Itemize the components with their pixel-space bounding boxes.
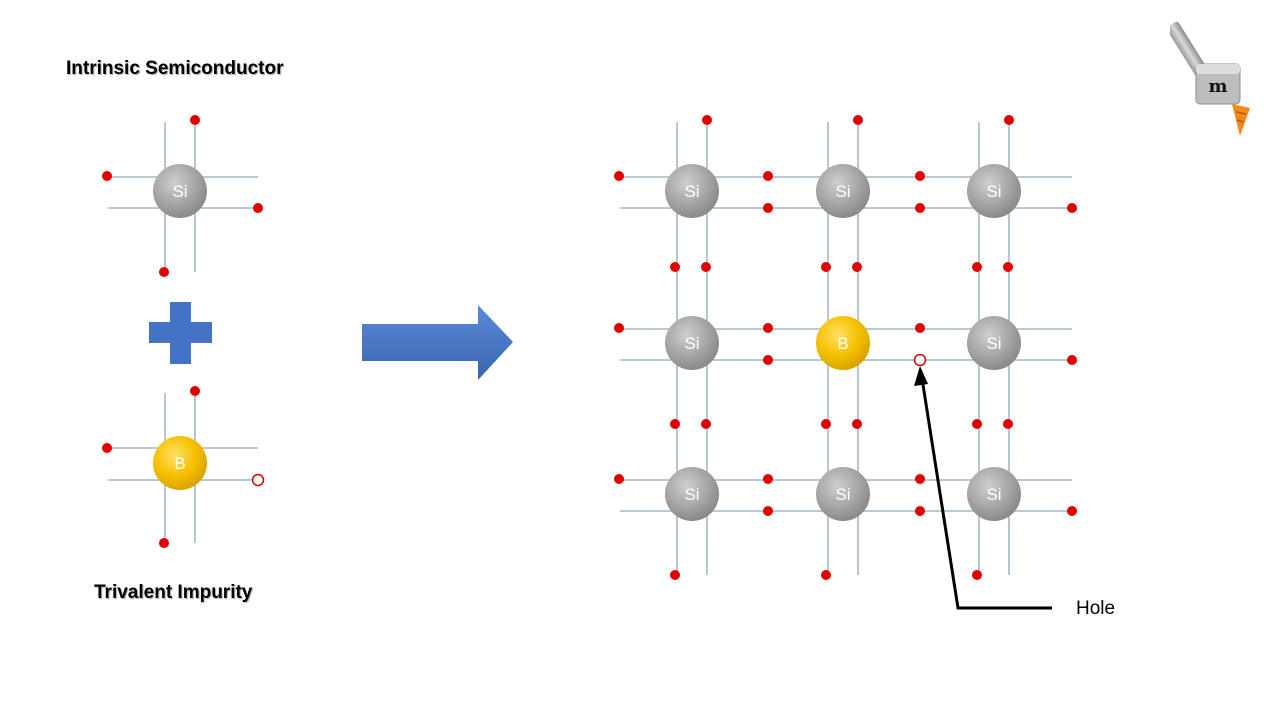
silicon-atom: Si [153, 164, 207, 218]
silicon-atom: Si [665, 316, 719, 370]
plus-icon [149, 302, 212, 364]
silicon-atom-body [967, 164, 1021, 218]
hole [251, 473, 265, 487]
electron [1067, 203, 1077, 213]
electron [915, 506, 925, 516]
silicon-atom: Si [665, 467, 719, 521]
electron [852, 419, 862, 429]
hole [913, 353, 927, 367]
silicon-atom-body [967, 316, 1021, 370]
electron [159, 267, 169, 277]
electron [253, 203, 263, 213]
electron [821, 570, 831, 580]
silicon-atom-body [665, 316, 719, 370]
boron-atom-body [816, 316, 870, 370]
electron [1004, 115, 1014, 125]
electron [972, 419, 982, 429]
electron [763, 506, 773, 516]
boron-atom: B [153, 436, 207, 490]
electron [701, 262, 711, 272]
silicon-atom: Si [967, 316, 1021, 370]
atom-symbol: Si [172, 182, 187, 201]
electron [915, 474, 925, 484]
atom-symbol: Si [986, 182, 1001, 201]
electron [1067, 355, 1077, 365]
hole-pointer-arrowhead [914, 366, 928, 386]
electron [614, 323, 624, 333]
atom-symbol: B [174, 454, 185, 473]
electron [821, 419, 831, 429]
atom-symbol: Si [684, 485, 699, 504]
electron [763, 474, 773, 484]
electron [1003, 419, 1013, 429]
svg-text:m: m [1208, 76, 1227, 97]
electron [614, 171, 624, 181]
electron [102, 443, 112, 453]
electron [915, 323, 925, 333]
right-arrow-icon [362, 305, 513, 380]
silicon-atom: Si [967, 164, 1021, 218]
electron [763, 355, 773, 365]
silicon-atom-body [816, 467, 870, 521]
electron [670, 419, 680, 429]
electron [821, 262, 831, 272]
electron [159, 538, 169, 548]
electron [763, 203, 773, 213]
silicon-atom-body [665, 164, 719, 218]
silicon-atom-body [967, 467, 1021, 521]
atom-symbol: Si [684, 182, 699, 201]
electron [915, 203, 925, 213]
electron [190, 386, 200, 396]
electron [670, 570, 680, 580]
atom-symbol: Si [835, 485, 850, 504]
electron [190, 115, 200, 125]
intrinsic-semiconductor-title: Intrinsic Semiconductor [66, 58, 284, 79]
silicon-atom: Si [816, 164, 870, 218]
silicon-atom: Si [967, 467, 1021, 521]
electron [670, 262, 680, 272]
electron [763, 171, 773, 181]
electron [701, 419, 711, 429]
electron [763, 323, 773, 333]
electron [614, 474, 624, 484]
electron [853, 115, 863, 125]
electron [915, 171, 925, 181]
electron [1067, 506, 1077, 516]
silicon-atom-body [153, 164, 207, 218]
electron [972, 570, 982, 580]
hammer-logo-icon: m [1166, 12, 1266, 152]
atom-symbol: B [837, 334, 848, 353]
atom-symbol: Si [986, 334, 1001, 353]
electron [1003, 262, 1013, 272]
boron-atom-body [153, 436, 207, 490]
silicon-atom-body [816, 164, 870, 218]
silicon-atom: Si [665, 164, 719, 218]
electron [852, 262, 862, 272]
electron [702, 115, 712, 125]
atom-symbol: Si [684, 334, 699, 353]
boron-atom: B [816, 316, 870, 370]
electron [972, 262, 982, 272]
hole-label: Hole [1076, 598, 1116, 619]
atom-symbol: Si [835, 182, 850, 201]
atom-symbol: Si [986, 485, 1001, 504]
electron [102, 171, 112, 181]
trivalent-impurity-title: Trivalent Impurity [94, 582, 253, 603]
silicon-atom: Si [816, 467, 870, 521]
hole-pointer-line [919, 371, 1052, 610]
silicon-atom-body [665, 467, 719, 521]
